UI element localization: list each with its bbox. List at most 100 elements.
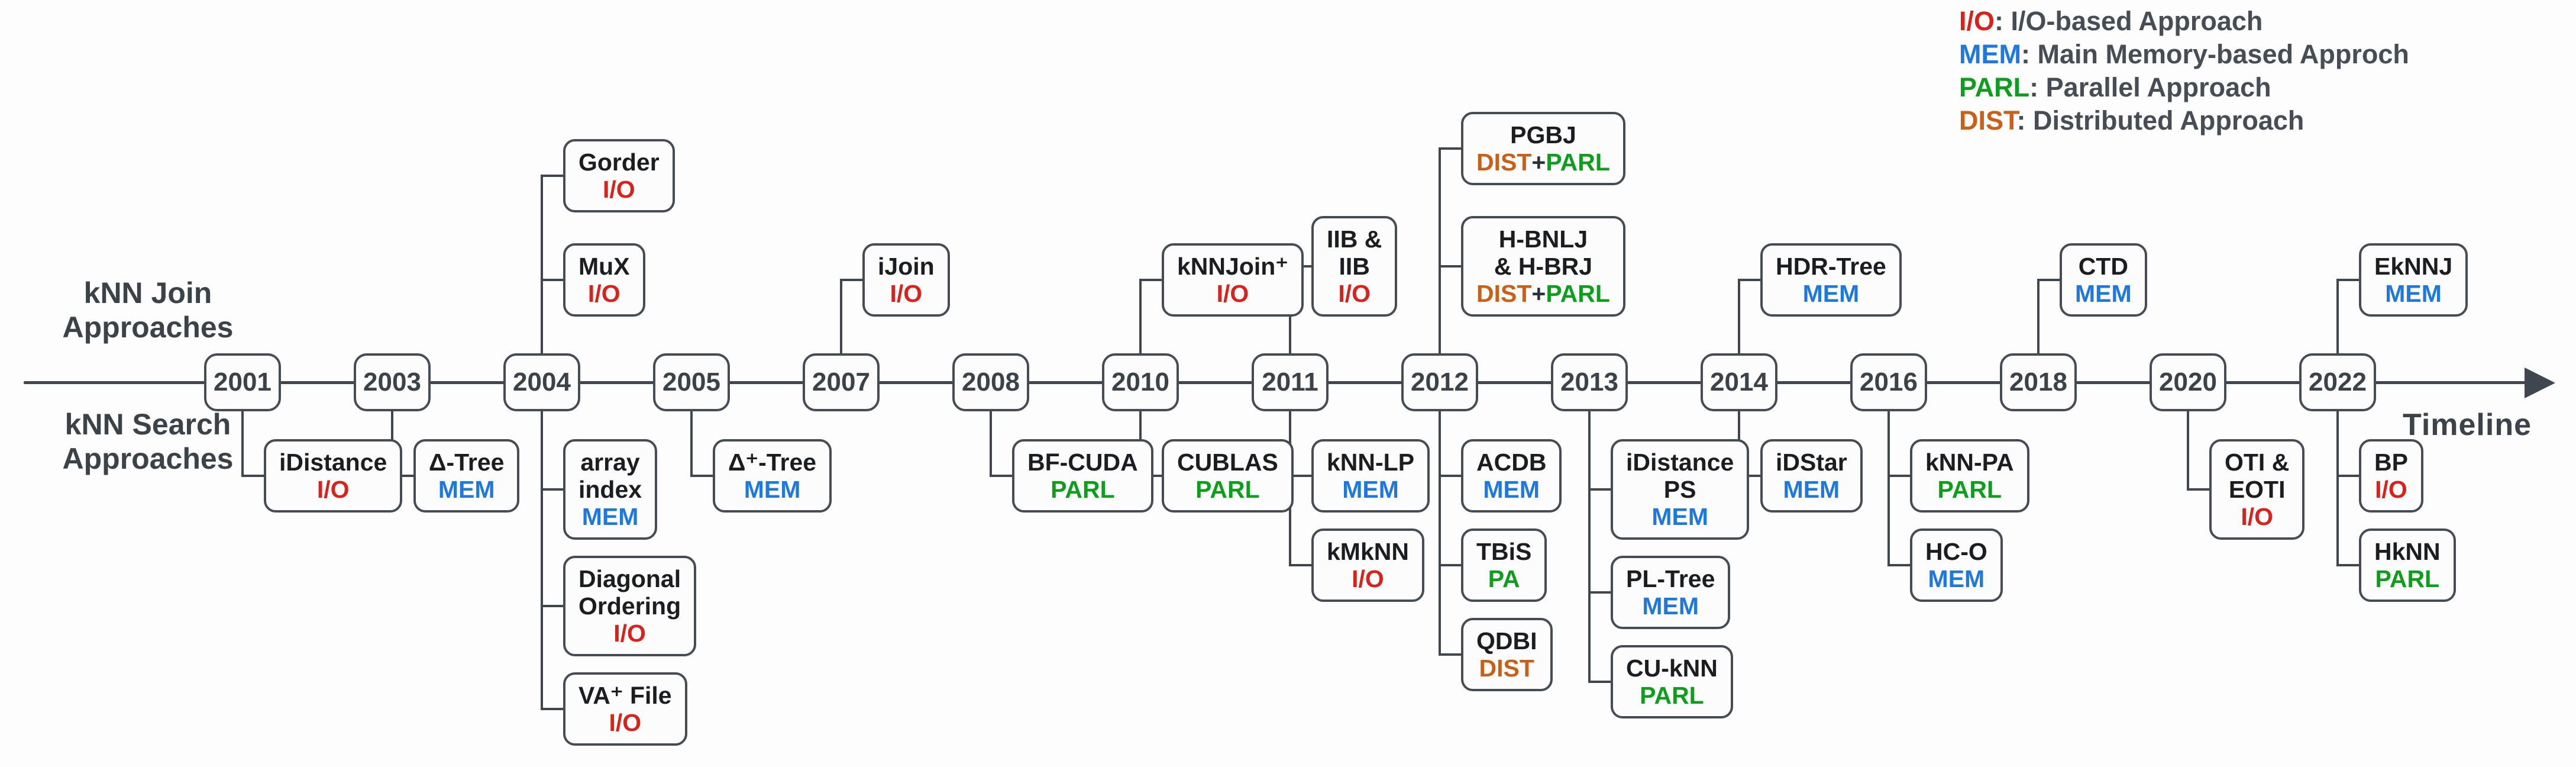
connector-line — [1738, 280, 1740, 353]
method-name: IIB & — [1327, 225, 1382, 253]
connector-line — [2336, 280, 2339, 353]
method-category-tag: PARL — [1195, 476, 1260, 503]
connector-line — [2336, 564, 2359, 566]
method-name: kNN-LP — [1327, 449, 1415, 476]
method-category-tag: DIST+PARL — [1476, 280, 1610, 307]
connector-line — [990, 411, 992, 476]
year-label: 2001 — [214, 368, 272, 397]
tag-part: PARL — [1051, 476, 1115, 503]
method-name: MuX — [578, 253, 630, 280]
year-node-2018: 2018 — [2000, 353, 2077, 411]
connector-line — [541, 279, 563, 281]
year-label: 2011 — [1262, 368, 1318, 397]
method-category-tag: MEM — [1651, 503, 1708, 530]
year-label: 2012 — [1411, 368, 1469, 397]
connector-line — [1588, 681, 1611, 683]
tag-part: I/O — [609, 709, 642, 736]
method-category-tag: MEM — [2385, 280, 2442, 307]
method-name: kMkNN — [1327, 538, 1409, 565]
method-category-tag: I/O — [613, 620, 646, 647]
method-category-tag: MEM — [582, 503, 639, 530]
method-name: HkNN — [2374, 538, 2441, 565]
tag-part: + — [1531, 280, 1546, 307]
method-category-tag: I/O — [890, 280, 923, 307]
year-node-2010: 2010 — [1102, 353, 1179, 411]
method-name: iJoin — [878, 253, 935, 280]
year-label: 2020 — [2159, 368, 2217, 397]
legend-description: I/O-based Approach — [2011, 6, 2263, 36]
connector-line — [1439, 564, 1461, 566]
tag-part: I/O — [890, 280, 923, 307]
method-category-tag: I/O — [588, 280, 620, 307]
method-category-tag: I/O — [2241, 503, 2273, 530]
method-name: PGBJ — [1510, 121, 1576, 149]
tag-part: DIST — [1476, 149, 1532, 176]
method-name: iDistance — [1626, 449, 1734, 476]
legend-tag: DIST — [1959, 105, 2017, 136]
method-name: Ordering — [578, 592, 681, 620]
method-name: VA⁺ File — [578, 682, 672, 709]
connector-line — [1139, 279, 1162, 281]
tag-part: PARL — [1640, 682, 1704, 709]
method-category-tag: I/O — [603, 176, 635, 203]
legend-description: Main Memory-based Approch — [2037, 39, 2409, 69]
tag-part: MEM — [1342, 476, 1399, 503]
year-label: 2018 — [2009, 368, 2067, 397]
legend-tag: PARL — [1959, 72, 2030, 102]
legend-separator: : — [2029, 72, 2046, 102]
connector-line — [1289, 564, 1311, 566]
method-name: BP — [2374, 449, 2408, 476]
year-label: 2013 — [1560, 368, 1618, 397]
method-category-tag: MEM — [1342, 476, 1399, 503]
label-line: Approaches — [62, 311, 234, 344]
tag-part: DIST — [1479, 655, 1534, 682]
method-name: array — [580, 449, 640, 476]
tag-part: PARL — [1546, 149, 1610, 176]
tag-part: MEM — [438, 476, 495, 503]
legend-tag: MEM — [1959, 39, 2021, 69]
method-category-tag: PARL — [1938, 476, 2002, 503]
tag-part: I/O — [316, 476, 350, 503]
method-name: index — [578, 476, 642, 503]
method-category-tag: MEM — [2075, 280, 2132, 307]
tag-part: PARL — [1546, 280, 1610, 307]
tag-part: I/O — [2241, 503, 2273, 530]
method-name: iDStar — [1776, 449, 1847, 476]
method-category-tag: PARL — [1051, 476, 1115, 503]
method-name: CTD — [2078, 253, 2128, 280]
legend-tag: I/O — [1959, 6, 1995, 36]
tag-part: I/O — [613, 620, 646, 647]
tag-part: I/O — [1338, 280, 1371, 307]
year-node-2013: 2013 — [1551, 353, 1628, 411]
connector-line — [541, 605, 563, 607]
method-name: iDistance — [279, 449, 387, 476]
tag-part: PARL — [2375, 565, 2440, 592]
method-name: kNN-PA — [1925, 449, 2014, 476]
connector-line — [1439, 411, 1441, 655]
connector-line — [2336, 411, 2339, 565]
year-node-2008: 2008 — [952, 353, 1029, 411]
tag-part: PARL — [1195, 476, 1260, 503]
method-name: & H-BRJ — [1494, 253, 1593, 280]
method-category-tag: I/O — [609, 709, 641, 736]
label-knn-join-approaches: kNN Join Approaches — [6, 276, 290, 344]
label-line: kNN Search — [64, 408, 231, 441]
connector-line — [1887, 411, 1890, 565]
connector-line — [1588, 411, 1591, 682]
method-category-tag: MEM — [744, 476, 801, 503]
method-category-tag: I/O — [1338, 280, 1371, 307]
connector-line — [840, 280, 842, 353]
year-label: 2014 — [1710, 368, 1768, 397]
